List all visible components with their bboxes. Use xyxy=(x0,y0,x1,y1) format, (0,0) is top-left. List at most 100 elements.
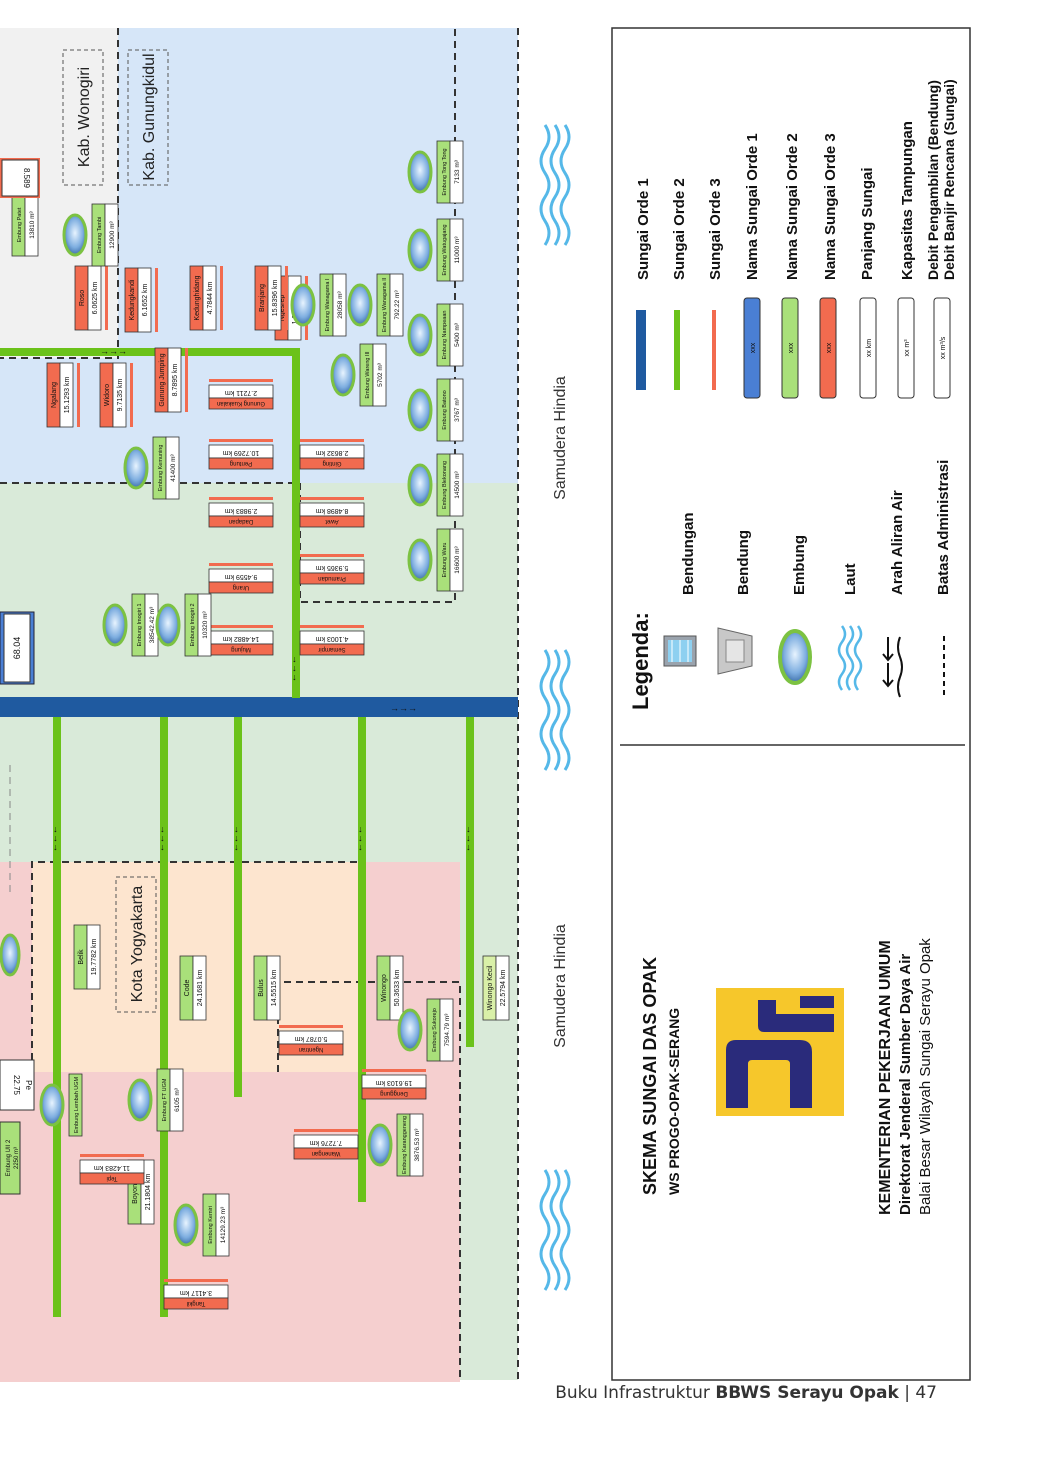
legend-nama-orde3-label: Nama Sungai Orde 3 xyxy=(822,133,839,280)
river-order2-line xyxy=(53,717,61,1317)
boundary-gunungkidul xyxy=(299,28,456,603)
embung-name: Embung Imogiri 2 xyxy=(190,603,196,646)
wave-icon xyxy=(539,649,571,771)
embung-name: Embung Batono xyxy=(442,390,448,429)
legend-bendung-label: Bendung xyxy=(735,530,752,595)
river-order3-length: 9.4559 km xyxy=(224,573,257,580)
wave-icon xyxy=(539,124,571,246)
embung-icon xyxy=(407,150,433,194)
embung-capacity: 12900 m³ xyxy=(109,220,116,248)
embung-name: Embung Kemiri xyxy=(208,1206,214,1244)
embung-icon xyxy=(102,603,128,647)
river-order3-line xyxy=(209,379,273,382)
embung-capacity: 13810 m³ xyxy=(29,210,36,238)
legend-swatch-text: xxx xyxy=(788,342,795,353)
embung-name: Embung Blekonang xyxy=(442,461,448,509)
river-order2-length: 8.7895 km xyxy=(172,363,179,396)
flow-arrow-icon xyxy=(882,636,903,698)
river-order2-length: 24.1681 km xyxy=(197,970,204,1007)
legend-batas-admin-label: Batas Administrasi xyxy=(935,460,952,595)
legend-orde2-label: Sungai Orde 2 xyxy=(671,178,688,280)
legend-nama-orde1-label: Nama Sungai Orde 1 xyxy=(744,133,761,280)
legend-swatch-text: xx km xyxy=(866,339,873,357)
embung-name: Embung Imogiri 1 xyxy=(137,603,143,646)
embung-capacity: 14129.23 m³ xyxy=(220,1206,227,1243)
river-order3-length: 10.7269 km xyxy=(223,449,260,456)
embung-name: Embung Watugajang xyxy=(442,224,448,275)
river-order3-line xyxy=(80,1154,144,1157)
embung-capacity: 11000 m³ xyxy=(454,236,461,264)
embung-name: Embung Wareng III xyxy=(365,351,371,399)
river-name-box xyxy=(208,397,274,410)
river-order2-name: Winongo Kecil xyxy=(487,965,494,1010)
legend-nama-orde2-label: Nama Sungai Orde 2 xyxy=(784,133,801,280)
embung-name: Embung Wanagama I xyxy=(325,278,331,331)
river-order3-name: Awet xyxy=(325,518,339,524)
embung-name: Embung Karanggeneng xyxy=(402,1116,408,1174)
river-order2-length: 6.1652 km xyxy=(142,283,149,316)
embung-capacity: 14500 m³ xyxy=(454,470,461,498)
river-name-box xyxy=(293,1147,359,1160)
river-order2-length: 4.7844 km xyxy=(207,281,214,314)
embung-icon xyxy=(0,933,21,977)
arrow-icon: →→→ xyxy=(291,655,301,682)
legend-swatch-text: xx m³ xyxy=(904,339,911,357)
legend-panjang-label: Panjang Sungai xyxy=(859,167,876,280)
river-order3-name: Tepi xyxy=(106,1175,117,1181)
embung-icon xyxy=(397,1008,423,1052)
legend-panel: Legenda: Bendungan xyxy=(611,27,971,1381)
gunungkidul-label: Kab. Gunungkidul xyxy=(141,53,158,180)
river-name-box xyxy=(79,1172,145,1185)
upper-corner-value: 8.589 xyxy=(22,168,31,189)
embung-capacity: 3876.53 m³ xyxy=(414,1128,421,1162)
river-order3-line xyxy=(279,1025,343,1028)
river-order3-length: 11.4283 km xyxy=(94,1164,130,1171)
river-order2-name: Bulus xyxy=(258,979,265,997)
embung-capacity: 3767 m³ xyxy=(454,397,461,422)
river-order2-line xyxy=(0,348,300,356)
arrow-icon: →→→ xyxy=(159,825,169,852)
upper-main-value-box xyxy=(3,613,31,683)
legend-orde1-label: Sungai Orde 1 xyxy=(635,178,652,280)
river-length-box xyxy=(112,362,127,428)
river-order3-line xyxy=(300,625,364,628)
arrow-icon: →→→ xyxy=(100,346,127,356)
river-order2-line xyxy=(292,352,300,698)
upper-main-value: 68.04 xyxy=(12,637,22,660)
embung-capacity: 7594.79 m³ xyxy=(444,1013,451,1047)
pu-logo xyxy=(716,988,844,1116)
embung-capacity-box xyxy=(165,436,180,500)
embung-capacity-box xyxy=(215,1193,230,1257)
org-balai: Balai Besar Wilayah Sungai Serayu Opak xyxy=(917,938,934,1215)
embung-icon xyxy=(407,388,433,432)
river-order3-line xyxy=(300,439,364,442)
title-main: SKEMA SUNGAI DAS OPAK xyxy=(640,957,660,1195)
kota-label-box xyxy=(115,876,157,1013)
boundary-bantul xyxy=(277,981,461,1380)
arrow-icon: →→→ xyxy=(357,825,367,852)
embung-name: Embung Sukorejo xyxy=(432,1008,438,1052)
legend-swatch xyxy=(933,297,951,399)
river-order2-length: 15.8396 km xyxy=(272,280,279,317)
embung-name: Embung Waru xyxy=(442,543,448,578)
embung-icon xyxy=(347,283,373,327)
legend-swatch-orde2 xyxy=(674,310,680,390)
river-order2-length: 6.0625 km xyxy=(92,281,99,314)
river-order2-name: Gunung Jumping xyxy=(159,353,166,406)
embung-icon xyxy=(127,1078,153,1122)
embung-capacity-box xyxy=(439,998,454,1062)
river-order3-length: 4.1003 km xyxy=(315,635,348,642)
embung-capacity-box xyxy=(409,1113,424,1177)
embung-capacity-box xyxy=(332,273,347,337)
river-order3-length: 5.9365 km xyxy=(315,564,348,571)
boundary-wonogiri xyxy=(0,28,119,359)
river-order2-name: Ngalang xyxy=(51,382,58,408)
river-order3-line xyxy=(164,1279,228,1282)
legend-swatch-text: xx m³/s xyxy=(940,336,947,359)
river-order2-length: 19.7782 km xyxy=(91,939,98,976)
river-order3-length: 19.6103 km xyxy=(376,1079,413,1086)
flow-arrows: →→→ →→→ →→→ →→→ →→→ →→→ →→→ →→→ xyxy=(52,346,475,852)
river-order2-name: Branjang xyxy=(259,284,266,312)
